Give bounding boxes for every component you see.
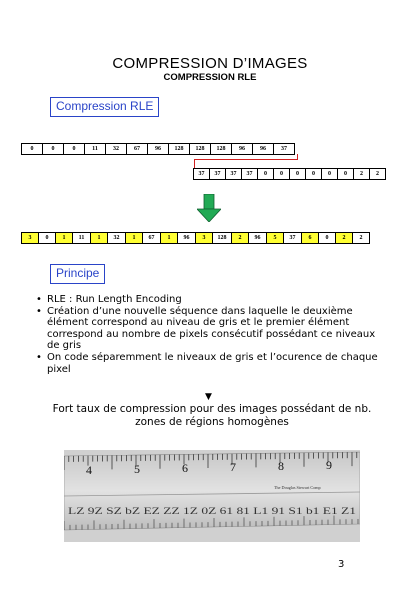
triangle-marker-icon: ▼: [205, 392, 212, 402]
sequence-cell: 0: [337, 168, 354, 180]
page-number: 3: [338, 559, 345, 570]
sequence-cell: 37: [283, 232, 302, 244]
ruler-number: 4: [86, 463, 92, 477]
sequence-cell: 1: [55, 232, 73, 244]
sequence-cell: 11: [84, 143, 106, 155]
sequence-cell: 0: [321, 168, 338, 180]
conclusion-text: Fort taux de compression pour des images…: [52, 403, 372, 428]
sequence-cell: 32: [105, 143, 127, 155]
sequence-cell: 11: [72, 232, 91, 244]
sequence-cell: 3: [195, 232, 213, 244]
sequence-cell: 37: [193, 168, 210, 180]
sequence-cell: 96: [248, 232, 267, 244]
sequence-cell: 2: [335, 232, 353, 244]
sequence-cell: 128: [189, 143, 211, 155]
sequence-cell: 0: [42, 143, 64, 155]
sequence-cell: 0: [38, 232, 56, 244]
ruler-number: 6: [182, 461, 188, 475]
connector-horizontal: [194, 159, 298, 160]
sequence-cell: 67: [142, 232, 161, 244]
sequence-cell: 37: [273, 143, 295, 155]
list-item: •On code séparemment le niveaux de gris …: [36, 351, 378, 375]
sequence-cell: 96: [252, 143, 274, 155]
list-item: •RLE : Run Length Encoding: [36, 294, 182, 305]
ruler-number: 7: [230, 460, 236, 474]
sequence-cell: 0: [21, 143, 43, 155]
connector-vertical: [297, 154, 298, 159]
ruler-number: 5: [134, 462, 140, 476]
sequence-cell: 5: [266, 232, 284, 244]
sequence-cell: 96: [177, 232, 196, 244]
connector-down: [194, 159, 195, 168]
ruler-image: 4 5 6 7 8 9 The Douglas Stewart Comp LZ …: [64, 450, 360, 542]
sequence-cell: 0: [318, 232, 336, 244]
sequence-cell: 2: [369, 168, 386, 180]
sequence-cell: 2: [352, 232, 370, 244]
ruler-brand: The Douglas Stewart Comp: [274, 485, 321, 490]
sequence-cell: 2: [231, 232, 249, 244]
sequence-cell: 0: [289, 168, 306, 180]
sequence-cell: 96: [231, 143, 253, 155]
list-item: •Création d’une nouvelle séquence dans l…: [36, 305, 376, 352]
sequence-cell: 0: [257, 168, 274, 180]
sequence-cell: 2: [353, 168, 370, 180]
section-title-principe: Principe: [50, 264, 106, 284]
sequence-cell: 37: [225, 168, 242, 180]
sequence-cell: 3: [21, 232, 39, 244]
sequence-cell: 128: [210, 143, 232, 155]
sequence-cell: 1: [90, 232, 108, 244]
sequence-cell: 1: [160, 232, 178, 244]
sequence-cell: 37: [241, 168, 258, 180]
sequence-cell: 128: [212, 232, 232, 244]
down-arrow-icon: [197, 194, 221, 222]
sequence-cell: 0: [273, 168, 290, 180]
sequence-cell: 128: [168, 143, 190, 155]
sequence-cell: 32: [107, 232, 126, 244]
principle-list: •RLE : Run Length Encoding •Création d’u…: [36, 294, 390, 375]
ruler-number: 8: [278, 459, 284, 473]
sequence-cell: 96: [147, 143, 169, 155]
sequence-cell: 37: [209, 168, 226, 180]
page-title: COMPRESSION D’IMAGES: [112, 55, 308, 72]
ruler-number: 9: [326, 458, 332, 472]
section-title-rle: Compression RLE: [50, 97, 160, 117]
sequence-cell: 0: [305, 168, 322, 180]
page-subtitle: COMPRESSION RLE: [163, 72, 257, 83]
sequence-cell: 67: [126, 143, 148, 155]
ruler-bottom-scale: LZ 9Z SZ bZ EZ ZZ 1Z 0Z 61 81 L1 91 S1 b…: [68, 507, 356, 517]
sequence-cell: 6: [301, 232, 319, 244]
sequence-cell: 0: [63, 143, 85, 155]
sequence-cell: 1: [125, 232, 143, 244]
